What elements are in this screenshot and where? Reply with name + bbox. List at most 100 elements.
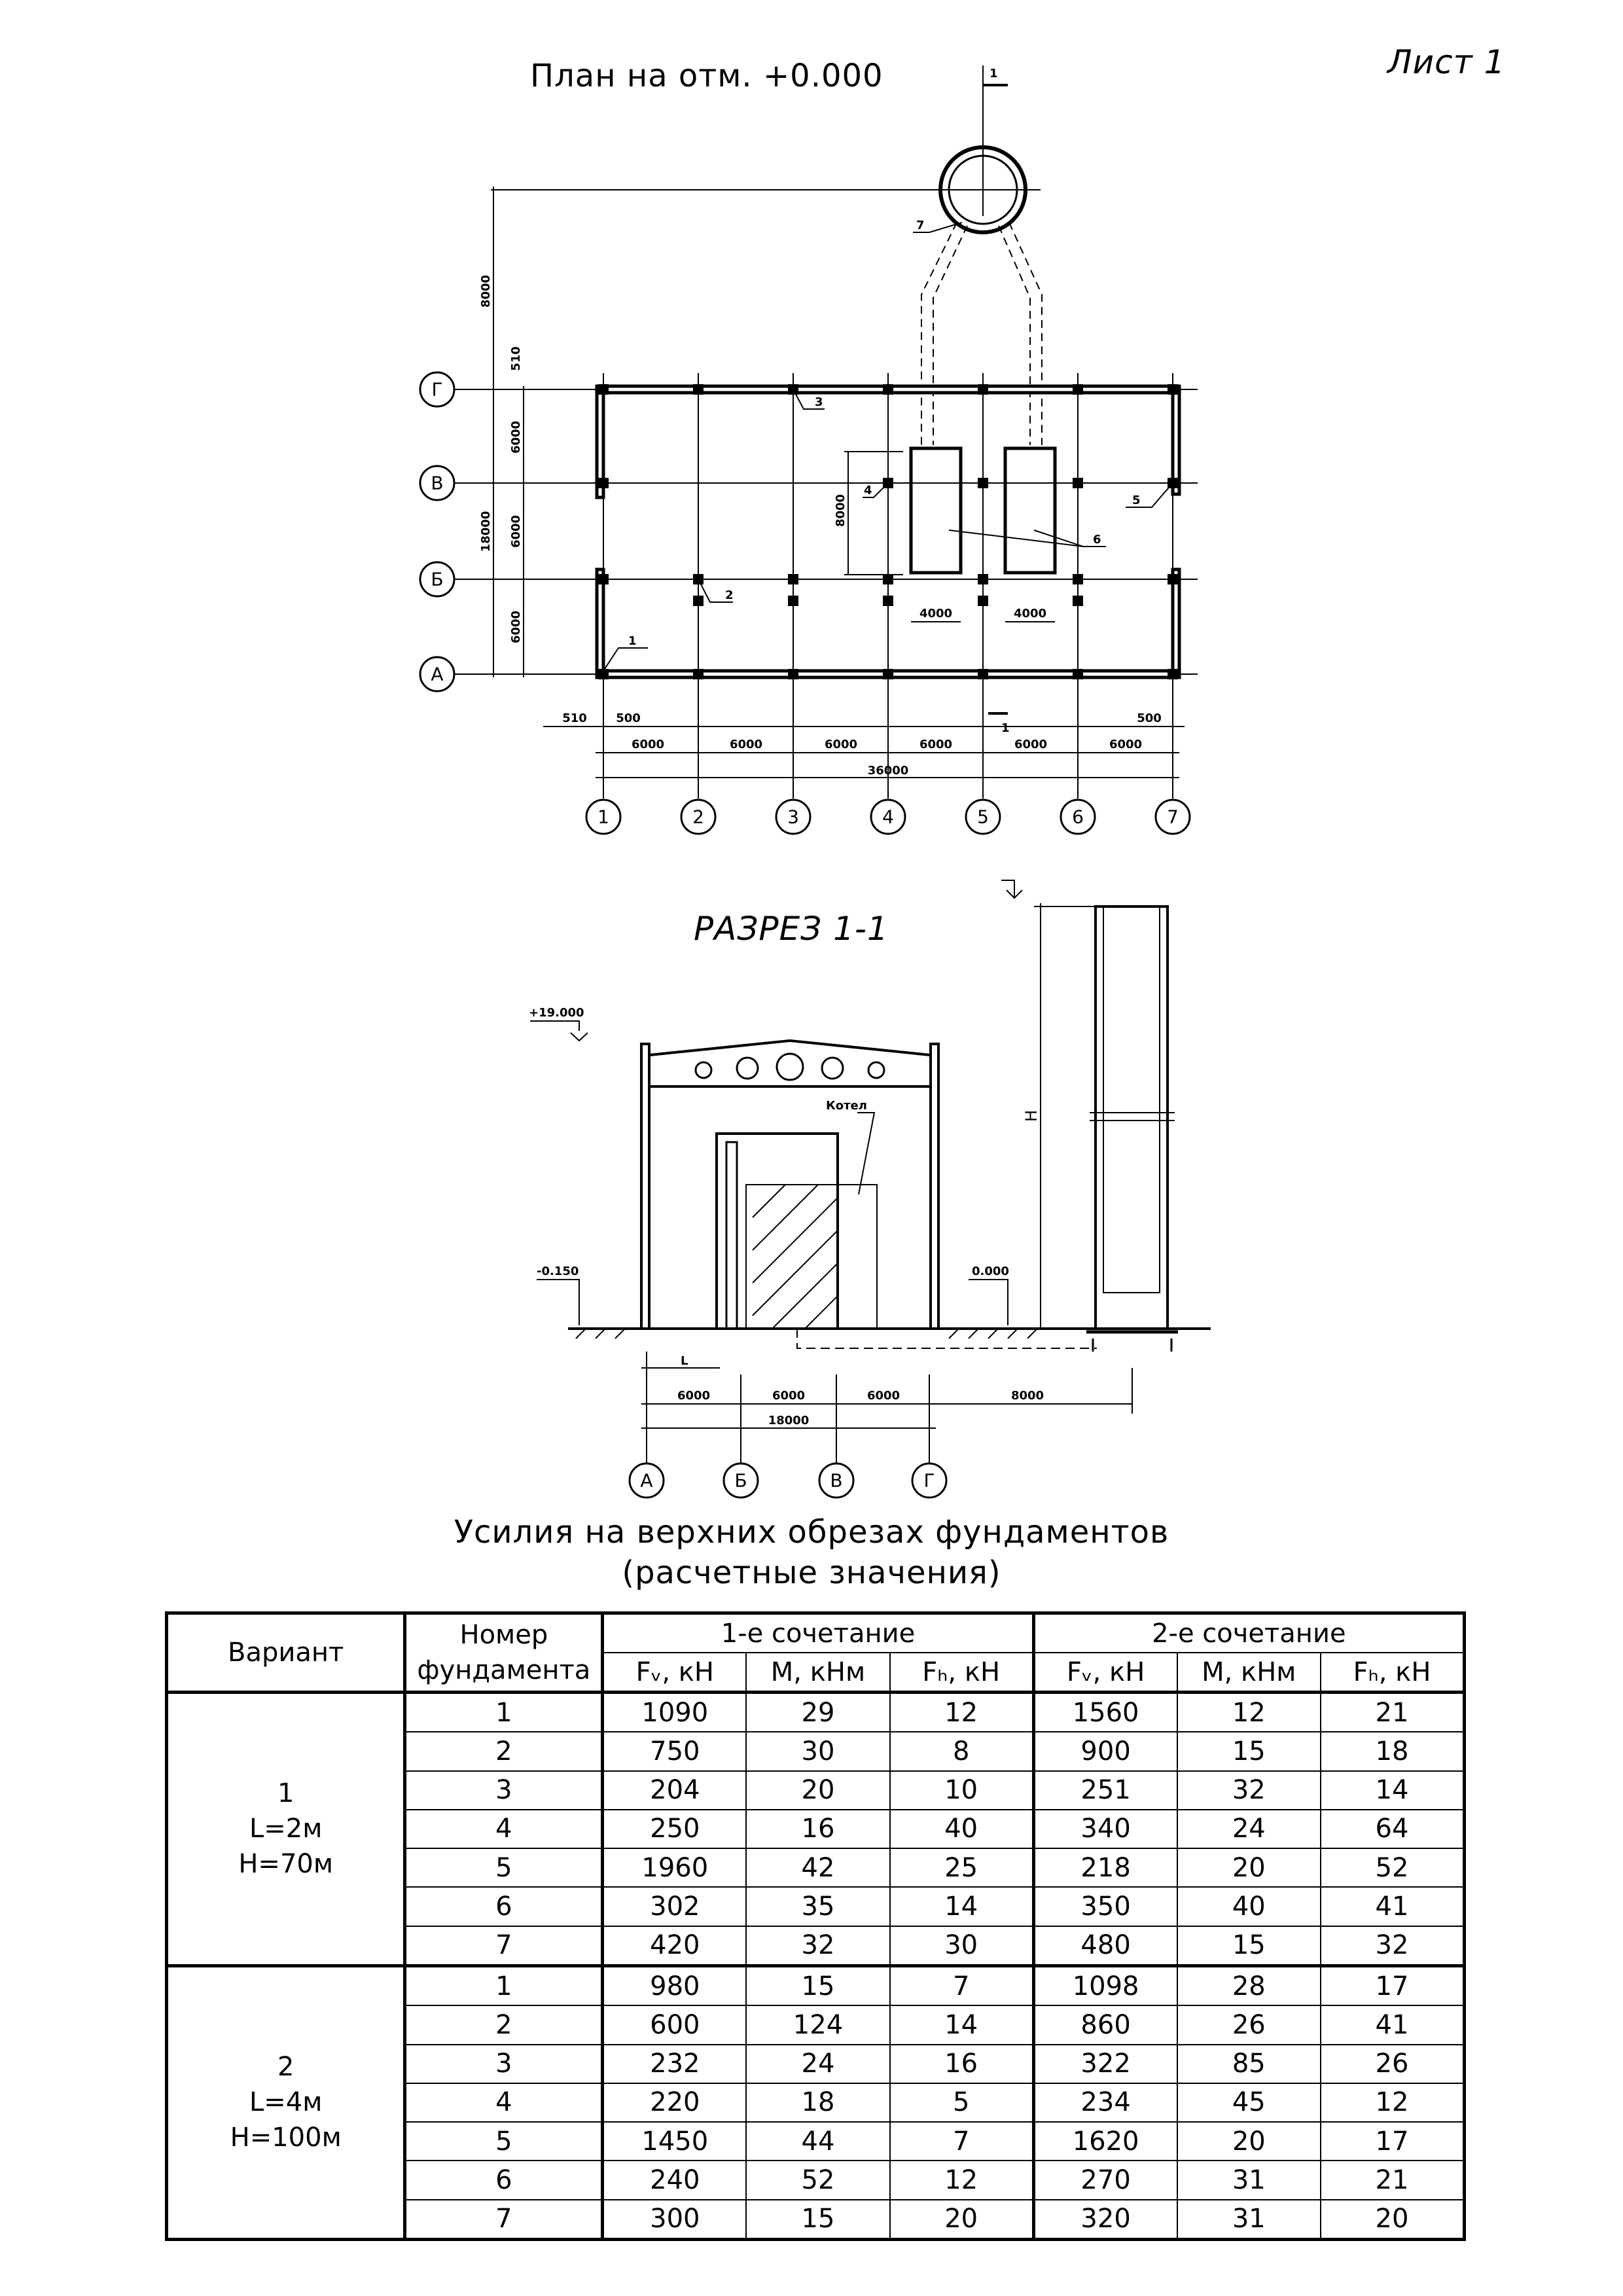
table-title-line2: (расчетные значения) (622, 1554, 1001, 1591)
force-value-cell: 1560 (1033, 1691, 1178, 1733)
force-value-cell: 350 (1033, 1886, 1178, 1927)
force-value-cell: 322 (1033, 2043, 1178, 2084)
section-mark: 1 (1001, 721, 1010, 735)
dim-label: 18000 (768, 1414, 810, 1427)
foundation-number-cell: 6 (404, 2160, 605, 2200)
header-fv: Fᵥ, кН (601, 1652, 747, 1694)
header-fh: Fₕ, кН (889, 1652, 1035, 1694)
table-title-line1: Усилия на верхних обрезах фундаментов (454, 1514, 1169, 1551)
callout-label: 2 (725, 588, 734, 602)
dim-label: 6000 (919, 738, 952, 751)
dim-label: 8000 (1011, 1389, 1044, 1403)
dim-label: 6000 (632, 738, 664, 751)
force-value-cell: 42 (745, 1848, 891, 1888)
foundation-number-cell: 2 (404, 2005, 605, 2045)
dim-label: 6000 (677, 1389, 710, 1403)
force-value-cell: 980 (601, 1964, 747, 2007)
force-value-cell: 41 (1319, 2005, 1465, 2045)
dim-label: 4000 (1014, 607, 1046, 620)
force-value-cell: 29 (745, 1691, 891, 1733)
force-value-cell: 251 (1033, 1770, 1178, 1810)
force-value-cell: 24 (745, 2043, 891, 2084)
callout-label: 7 (916, 219, 925, 232)
height-label: Н (1022, 1110, 1041, 1122)
force-value-cell: 750 (601, 1731, 747, 1772)
foundation-number-cell: 6 (404, 1886, 605, 1927)
force-value-cell: 14 (889, 1886, 1035, 1927)
force-value-cell: 340 (1033, 1808, 1178, 1850)
foundation-number-cell: 7 (404, 1925, 605, 1967)
axis-label: 5 (977, 806, 989, 828)
force-value-cell: 420 (601, 1925, 747, 1967)
dim-label: 36000 (868, 764, 909, 778)
axis-label: 6 (1072, 806, 1084, 828)
dim-label: 510 (562, 711, 587, 725)
axis-label: Б (734, 1470, 747, 1492)
header-foundation-line2: фундамента (417, 1655, 591, 1685)
force-value-cell: 234 (1033, 2082, 1178, 2123)
force-value-cell: 1450 (601, 2121, 747, 2162)
variant-label: L=4м (249, 2087, 323, 2118)
variant-label: H=70м (238, 1849, 334, 1880)
force-value-cell: 900 (1033, 1731, 1178, 1772)
force-value-cell: 44 (745, 2121, 891, 2162)
force-value-cell: 85 (1176, 2043, 1321, 2084)
dim-label: 6000 (730, 738, 762, 751)
force-value-cell: 14 (889, 2005, 1035, 2045)
force-value-cell: 35 (745, 1886, 891, 1927)
force-value-cell: 32 (1176, 1770, 1321, 1810)
dim-label: 500 (616, 711, 641, 725)
force-value-cell: 24 (1176, 1808, 1321, 1850)
force-value-cell: 270 (1033, 2160, 1178, 2200)
force-value-cell: 7 (889, 1964, 1035, 2007)
header-combo1: 1-е сочетание (601, 1612, 1035, 1653)
dim-label: 6000 (867, 1389, 900, 1403)
foundation-number-cell: 4 (404, 1808, 605, 1850)
force-value-cell: 600 (601, 2005, 747, 2045)
callout-label: 3 (815, 395, 823, 409)
elevation-label: 0.000 (972, 1265, 1009, 1278)
force-value-cell: 15 (1176, 1925, 1321, 1967)
force-value-cell: 204 (601, 1770, 747, 1810)
force-value-cell: 18 (745, 2082, 891, 2123)
force-value-cell: 300 (601, 2198, 747, 2240)
force-value-cell: 40 (889, 1808, 1035, 1850)
force-value-cell: 8 (889, 1731, 1035, 1772)
sheet-number: Лист 1 (1387, 43, 1506, 81)
axis-label: А (640, 1470, 652, 1492)
force-value-cell: 15 (745, 1964, 891, 2007)
dim-label: 510 (509, 346, 523, 371)
force-value-cell: 7 (889, 2121, 1035, 2162)
callout-label: 4 (864, 484, 872, 497)
dim-label: 4000 (919, 607, 952, 620)
dim-label: 18000 (479, 511, 493, 552)
foundation-number-cell: 2 (404, 1731, 605, 1772)
callout-label: 6 (1093, 533, 1101, 547)
force-value-cell: 16 (745, 1808, 891, 1850)
force-value-cell: 14 (1319, 1770, 1465, 1810)
callout-label: 1 (628, 634, 637, 648)
section-title: РАЗРЕЗ 1-1 (694, 910, 889, 948)
foundation-number-cell: 5 (404, 2121, 605, 2162)
force-value-cell: 12 (889, 1691, 1035, 1733)
foundation-number-cell: 4 (404, 2082, 605, 2123)
force-value-cell: 28 (1176, 1964, 1321, 2007)
force-value-cell: 17 (1319, 2121, 1465, 2162)
header-variant: Вариант (166, 1612, 407, 1694)
dim-label: 6000 (1014, 738, 1047, 751)
section-mark: 1 (990, 67, 998, 81)
plan-title: План на отм. +0.000 (530, 58, 883, 94)
foundation-number-cell: 7 (404, 2198, 605, 2240)
boiler-label: Котел (826, 1099, 867, 1113)
